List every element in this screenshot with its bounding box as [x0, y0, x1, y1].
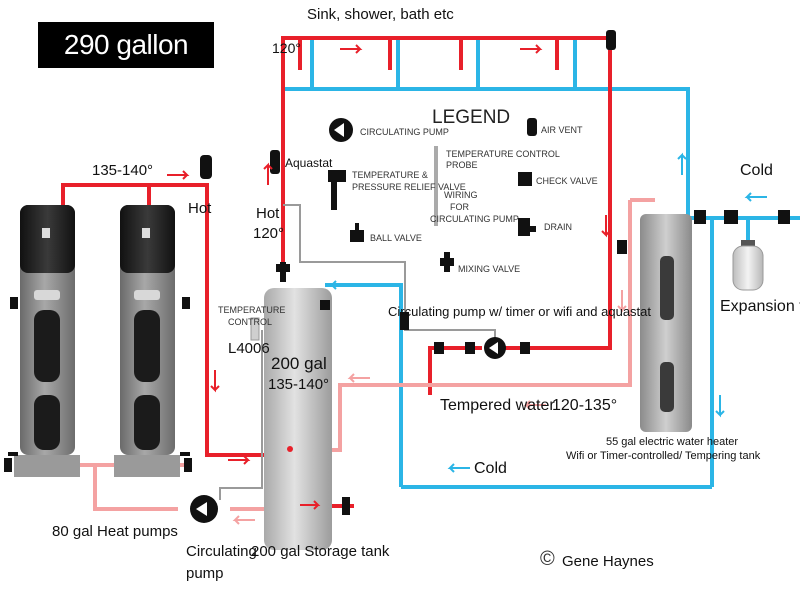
legend-air-vent: AIR VENT — [541, 125, 583, 135]
expansion-tank-icon — [732, 240, 764, 291]
tempered-water-piping — [14, 198, 655, 511]
legend-wiring-3: CIRCULATING PUMP — [430, 214, 519, 224]
storage-tank-label: 200 gal Storage tank — [251, 543, 390, 560]
circ-pump-wifi-label: Circulating pump w/ timer or wifi and aq… — [388, 304, 652, 319]
legend-probe-2: PROBE — [446, 160, 478, 170]
legend-icons — [328, 118, 537, 272]
cold-bottom-label: Cold — [474, 460, 507, 477]
legend-title: LEGEND — [432, 107, 511, 128]
check-valve-icon — [518, 172, 532, 186]
drain-icon — [518, 218, 536, 236]
legend-probe-1: TEMPERATURE CONTROL — [446, 149, 560, 159]
hot-hp-label: Hot — [188, 200, 212, 217]
l4006-label: L4006 — [228, 340, 270, 357]
legend-wiring-1: WIRING — [444, 190, 478, 200]
ball-valve-icon — [4, 452, 192, 472]
hot-left-label: Hot — [256, 205, 280, 222]
hp-outlet-temp-label: 135-140° — [92, 162, 154, 179]
aquastat-label: Aquastat — [285, 156, 333, 170]
circ-pump-label-1: Circulating — [186, 543, 257, 560]
flow-arrow-icon — [167, 44, 611, 510]
storage-tank — [250, 262, 350, 550]
hot-line-heatpumps — [61, 183, 268, 457]
fixtures-label: Sink, shower, bath etc — [307, 6, 454, 23]
tempered-temp-label: 120-135° — [552, 397, 618, 414]
temp-control-label-2: CONTROL — [228, 317, 273, 327]
electric-heater-label-1: 55 gal electric water heater — [606, 436, 739, 448]
ball-valve-icon — [350, 223, 364, 242]
legend-trv-2: PRESSURE RELIEF VALVE — [352, 182, 466, 192]
legend-mixing-valve: MIXING VALVE — [458, 264, 521, 274]
air-vent-icon — [270, 30, 616, 174]
circulating-pump-icon — [190, 337, 506, 523]
temperature-relief-valve-icon — [328, 170, 346, 210]
temp-120-top-label: 120° — [272, 40, 301, 56]
electric-heater-label-2: Wifi or Timer-controlled/ Tempering tank — [566, 450, 761, 462]
legend-circulating-pump: CIRCULATING PUMP — [360, 127, 449, 137]
heat-pump-2 — [114, 205, 190, 477]
tempered-water-label: Tempered water — [440, 397, 555, 414]
copyright-symbol: © — [540, 548, 555, 570]
cold-line-top — [283, 87, 690, 218]
circ-pump-label-2: pump — [186, 565, 224, 582]
heat-pumps-label: 80 gal Heat pumps — [52, 523, 178, 540]
diagram-title: 290 gallon system — [38, 22, 214, 106]
air-vent-icon — [527, 118, 537, 136]
legend-trv-1: TEMPERATURE & — [352, 170, 428, 180]
legend-drain: DRAIN — [544, 222, 573, 232]
circulating-pump-icon — [329, 118, 353, 142]
flow-arrow-icon — [232, 290, 627, 525]
flow-arrow-icon — [329, 152, 767, 473]
author-label: Gene Haynes — [562, 553, 654, 570]
hot-left-temp-label: 120° — [253, 225, 285, 242]
check-valve-icon — [694, 210, 790, 224]
legend-check-valve: CHECK VALVE — [536, 176, 598, 186]
storage-gal-label: 200 gal — [271, 354, 327, 373]
legend-ball-valve: BALL VALVE — [370, 233, 422, 243]
expansion-tank-label: Expansion tank — [720, 298, 800, 315]
legend-wiring-2: FOR — [450, 202, 469, 212]
ball-valve-icon — [400, 240, 627, 354]
air-vent-icon — [200, 155, 212, 179]
electric-water-heater — [640, 214, 692, 432]
pump-wiring — [219, 204, 496, 500]
temp-control-label-1: TEMPERATURE — [218, 305, 286, 315]
storage-temp-label: 135-140° — [268, 376, 330, 393]
temperature-probe-icon — [434, 146, 438, 226]
cold-inlet-label: Cold — [740, 162, 773, 179]
mixing-valve-icon — [440, 252, 454, 272]
heat-pump-1 — [10, 205, 80, 477]
